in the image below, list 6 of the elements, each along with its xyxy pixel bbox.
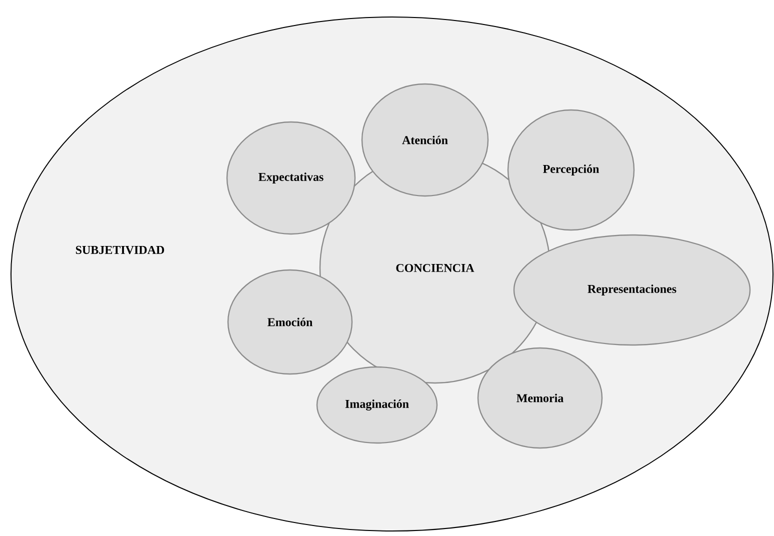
bubble: Imaginación [316,366,438,444]
bubble: Atención [361,83,489,197]
bubble: Emoción [227,269,353,375]
bubble: Memoria [477,347,603,449]
bubble: Percepción [507,109,635,231]
bubble: Expectativas [226,121,356,235]
